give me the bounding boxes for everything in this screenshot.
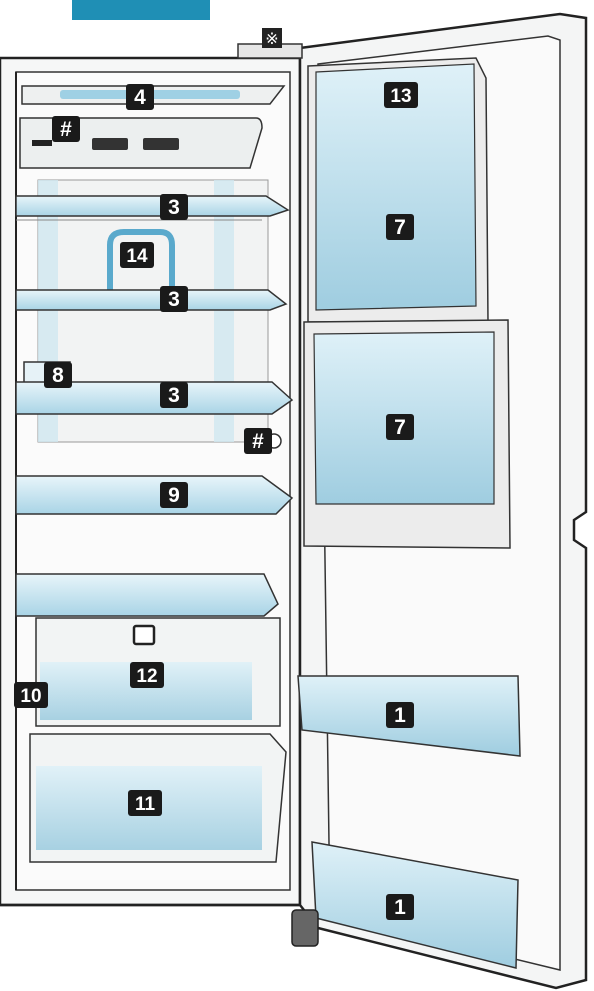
label-door-shelf-upper: 1 [386, 702, 414, 728]
svg-text:※: ※ [265, 29, 278, 48]
glass-shelf-top [16, 196, 288, 220]
label-door-upper-bin: 13 [384, 82, 418, 108]
svg-text:3: 3 [168, 288, 180, 311]
svg-text:#: # [60, 118, 72, 141]
label-door-bin-top: 7 [386, 214, 414, 240]
svg-text:11: 11 [135, 794, 156, 815]
leveling-foot [292, 910, 318, 946]
crisper-glass-cover [16, 574, 278, 616]
svg-text:14: 14 [126, 246, 148, 267]
svg-text:9: 9 [168, 484, 180, 507]
svg-text:7: 7 [394, 216, 406, 239]
label-fan: # [244, 428, 272, 454]
svg-text:7: 7 [394, 416, 406, 439]
label-side: 10 [14, 682, 48, 708]
label-shelf-top: 3 [160, 194, 188, 220]
label-drain: 14 [120, 242, 154, 268]
glass-shelf-middle [16, 290, 286, 310]
svg-text:1: 1 [394, 704, 406, 727]
label-shelf-mid: 3 [160, 286, 188, 312]
svg-text:1: 1 [394, 896, 406, 919]
svg-text:#: # [252, 430, 264, 453]
label-door-shelf-lower: 1 [386, 894, 414, 920]
crisper-cover-shelf [16, 476, 292, 514]
label-door-bin-mid: 7 [386, 414, 414, 440]
label-shelf-low: 3 [160, 382, 188, 408]
svg-text:8: 8 [52, 364, 64, 387]
svg-text:10: 10 [20, 686, 41, 707]
svg-text:3: 3 [168, 196, 180, 219]
top-hinge: ※ [238, 28, 302, 58]
label-lamp: 4 [126, 84, 154, 110]
label-crisper-top: 12 [130, 662, 164, 688]
label-control: # [52, 116, 80, 142]
label-shelf-glass: 9 [160, 482, 188, 508]
label-egg: 8 [44, 362, 72, 388]
svg-text:12: 12 [136, 666, 157, 687]
label-crisper-bottom: 11 [128, 790, 162, 816]
brand-badge [72, 0, 210, 20]
svg-text:13: 13 [390, 86, 411, 107]
svg-text:4: 4 [134, 86, 146, 109]
svg-text:3: 3 [168, 384, 180, 407]
